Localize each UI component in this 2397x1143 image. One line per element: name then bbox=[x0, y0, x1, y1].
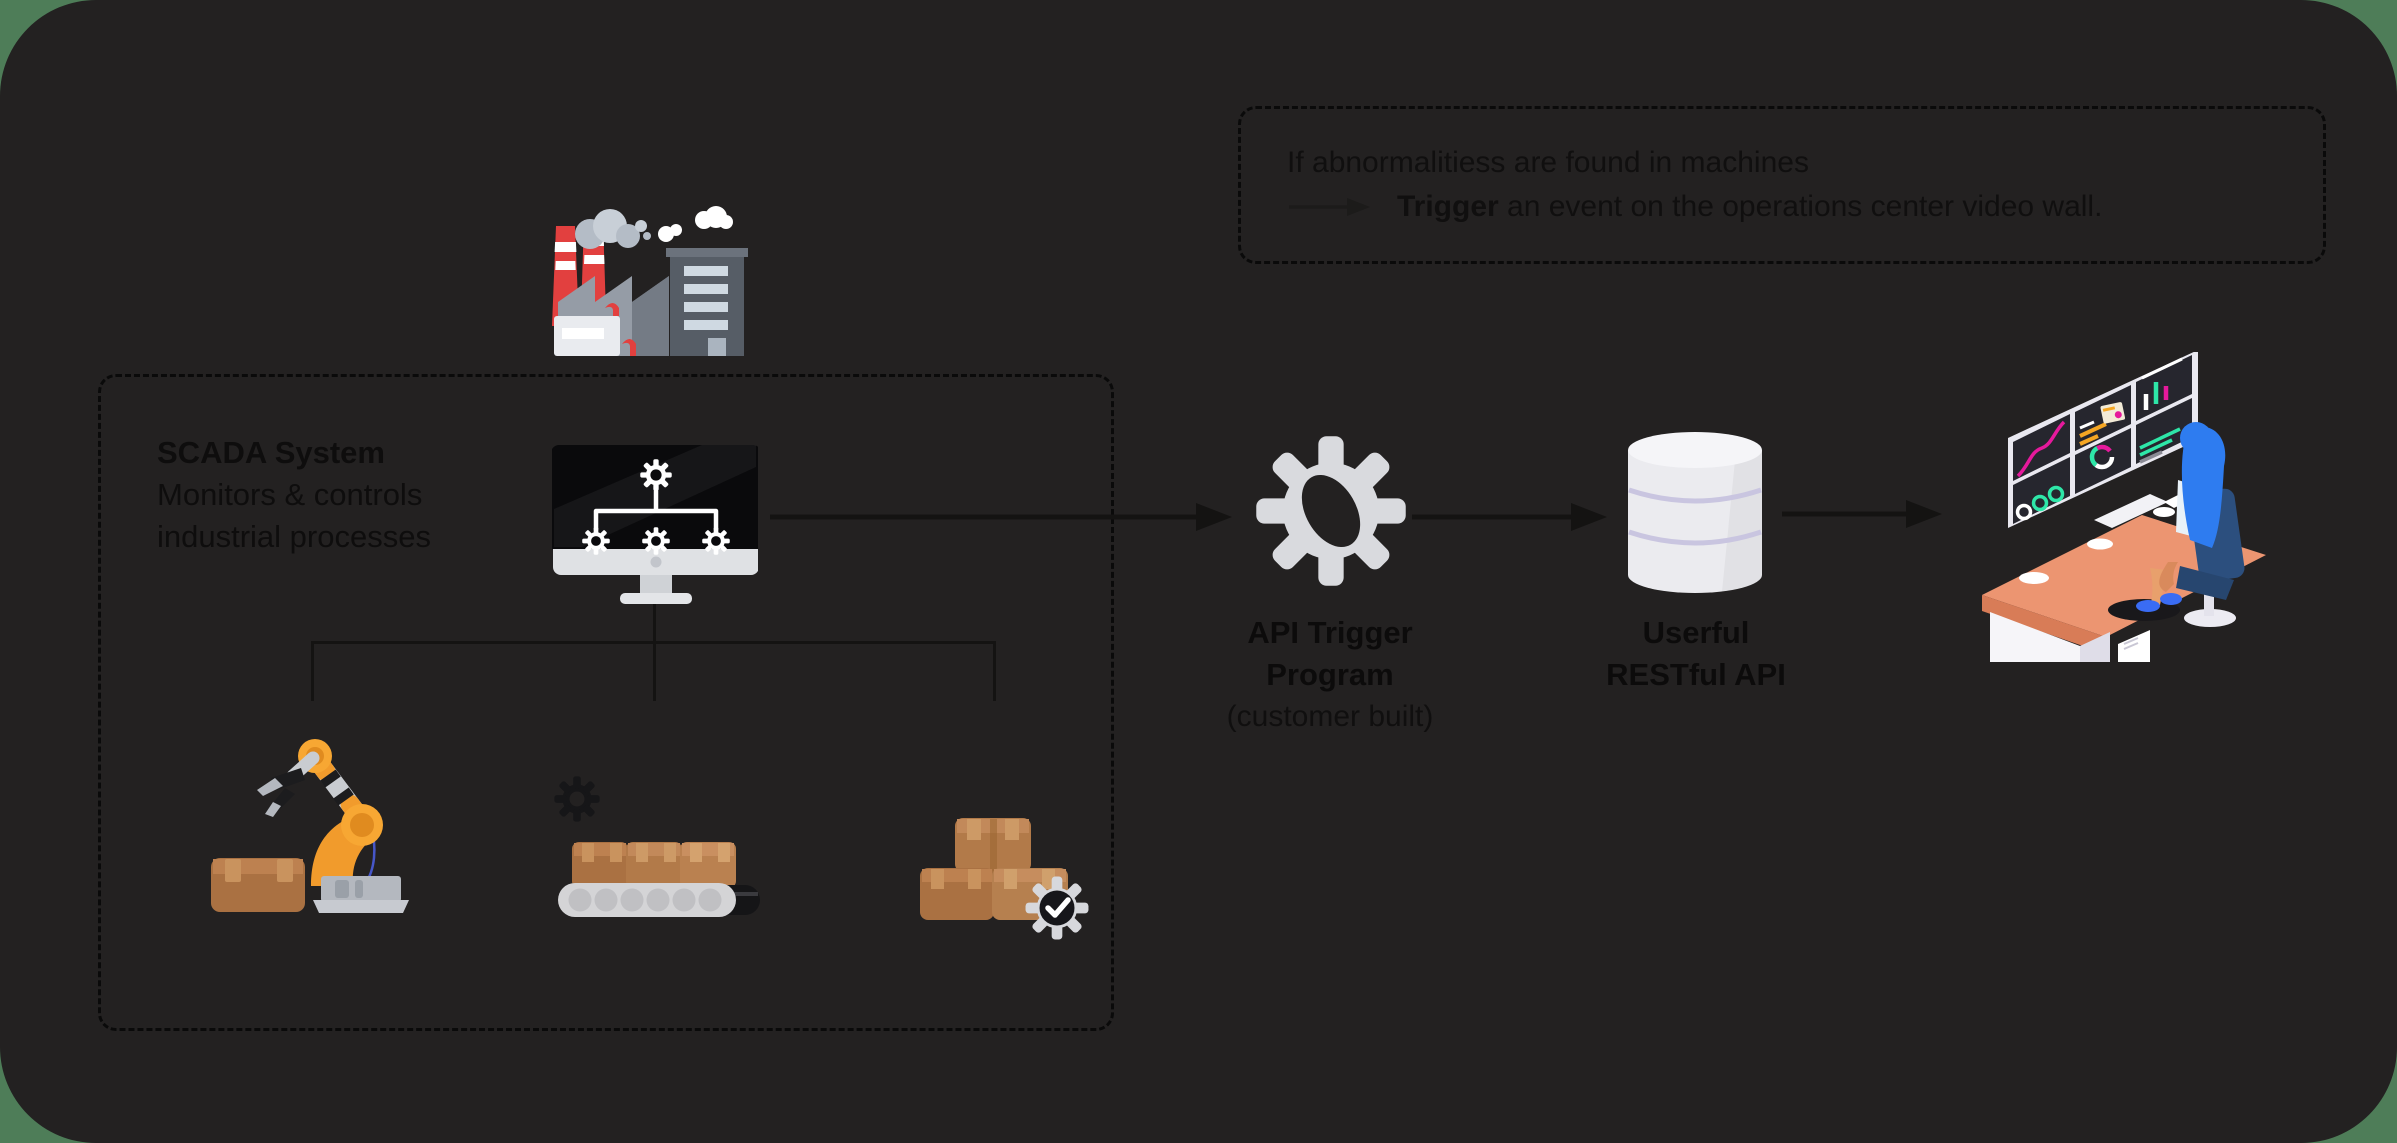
api-trigger-line1: API Trigger bbox=[1247, 615, 1413, 650]
flow-arrow-1 bbox=[770, 503, 1232, 531]
connector-drop-right bbox=[993, 641, 996, 701]
note-line2-text: Trigger an event on the operations cente… bbox=[1397, 187, 2102, 227]
api-gear-icon bbox=[1256, 436, 1406, 586]
api-trigger-note: (customer built) bbox=[1226, 700, 1434, 733]
operations-center-illustration bbox=[1982, 352, 2266, 662]
userful-line2: RESTful API bbox=[1606, 657, 1786, 692]
conveyor-belt-icon bbox=[554, 776, 760, 917]
long-arrow-icon bbox=[1289, 198, 1370, 216]
note-line1: If abnormalitiess are found in machines bbox=[1287, 146, 1809, 179]
scada-monitor-icon bbox=[552, 445, 758, 604]
connector-drop-left bbox=[311, 641, 314, 701]
robot-arm-icon bbox=[211, 739, 409, 913]
note-line2: Trigger an event on the operations cente… bbox=[1287, 187, 2303, 227]
flow-arrow-2 bbox=[1412, 503, 1607, 531]
scada-desc-line1: Monitors & controls bbox=[157, 477, 423, 512]
note-box: If abnormalitiess are found in machines … bbox=[1238, 106, 2326, 264]
connector-monitor-stem bbox=[653, 604, 656, 643]
connector-drop-center bbox=[653, 641, 656, 701]
scada-label: SCADA System Monitors & controls industr… bbox=[157, 432, 517, 558]
scada-desc-line2: industrial processes bbox=[157, 519, 431, 554]
scada-boundary-box bbox=[98, 374, 1114, 1031]
userful-line1: Userful bbox=[1642, 615, 1750, 650]
note-line2-rest: an event on the operations center video … bbox=[1498, 190, 2103, 223]
packages-check-icon bbox=[920, 818, 1089, 940]
factory-icon bbox=[552, 206, 748, 356]
scada-title: SCADA System bbox=[157, 435, 385, 470]
userful-label: Userful RESTful API bbox=[1586, 612, 1806, 696]
flow-arrow-3 bbox=[1782, 500, 1942, 528]
api-trigger-line2: Program bbox=[1266, 657, 1394, 692]
trigger-word: Trigger bbox=[1397, 190, 1499, 223]
database-icon bbox=[1628, 432, 1763, 593]
api-trigger-label: API Trigger Program (customer built) bbox=[1200, 612, 1460, 738]
